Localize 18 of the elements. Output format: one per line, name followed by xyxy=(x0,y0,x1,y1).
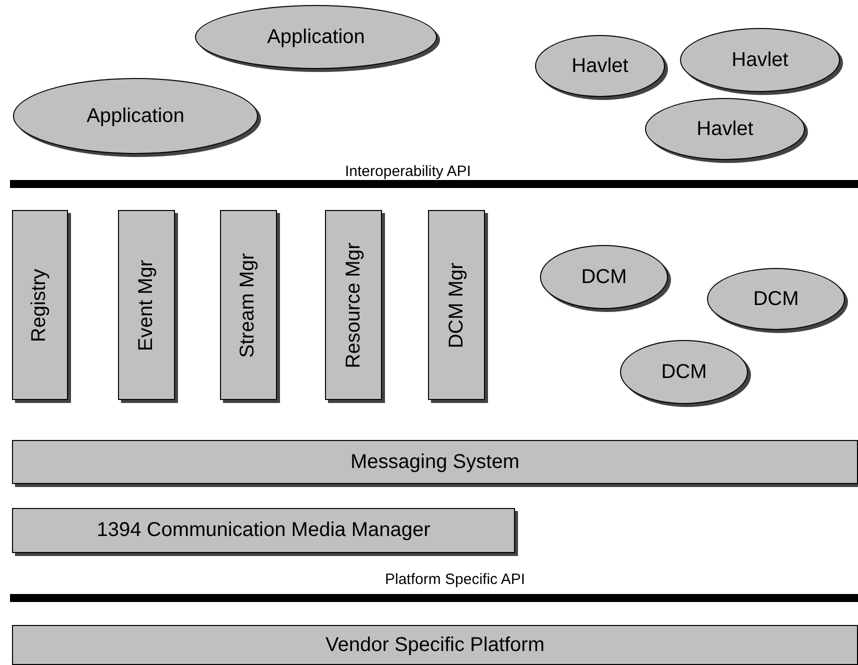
component-box: Event Mgr xyxy=(118,210,175,400)
ellipse-node: DCM xyxy=(620,340,748,404)
ellipse-node: DCM xyxy=(707,268,845,330)
component-box: Registry xyxy=(12,210,68,400)
ellipse-node: Havlet xyxy=(680,28,840,92)
layer-box: Vendor Specific Platform xyxy=(12,625,858,665)
api-label: Interoperability API xyxy=(345,163,471,180)
component-box: DCM Mgr xyxy=(428,210,485,400)
ellipse-node: Application xyxy=(13,78,258,154)
component-box: Stream Mgr xyxy=(220,210,277,400)
ellipse-node: DCM xyxy=(540,245,668,309)
layer-box: Messaging System xyxy=(12,440,858,484)
component-box: Resource Mgr xyxy=(325,210,382,400)
layer-box: 1394 Communication Media Manager xyxy=(12,508,515,553)
api-label: Platform Specific API xyxy=(385,571,526,588)
ellipse-node: Havlet xyxy=(645,98,805,160)
ellipse-node: Havlet xyxy=(535,35,665,97)
ellipse-node: Application xyxy=(195,5,437,69)
